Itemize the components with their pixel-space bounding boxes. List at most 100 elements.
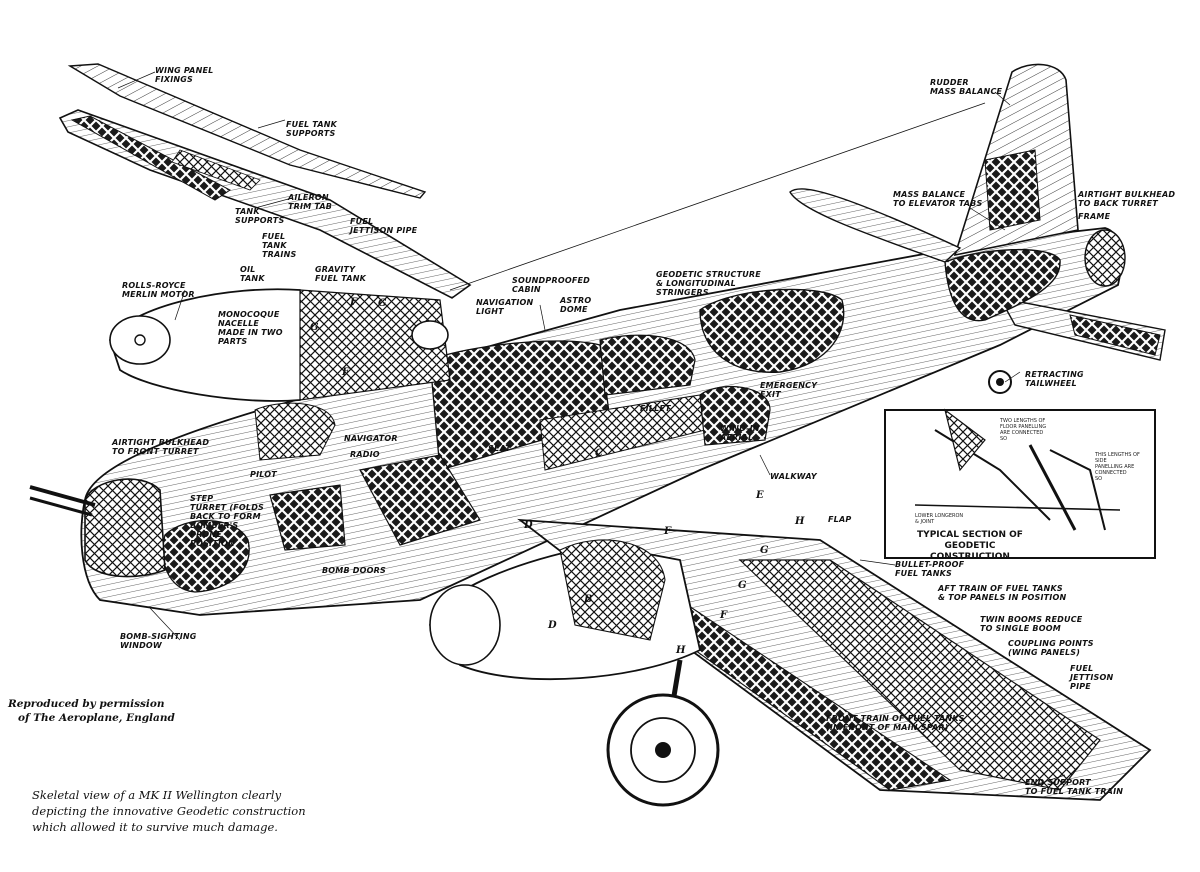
label-line: BULLET-PROOF	[895, 560, 965, 569]
label-pilot: PILOT	[250, 470, 277, 479]
aerial-wire	[449, 102, 986, 291]
label-line: EXIT	[760, 390, 781, 399]
label-line: FRAME	[1078, 212, 1111, 221]
label-line: CABIN	[512, 285, 541, 294]
label-line: TO ELEVATOR TABS	[893, 199, 983, 208]
section-letter-g: G	[310, 322, 319, 333]
label-line: BACK TO FORM	[190, 512, 261, 521]
upper-wing-panel	[58, 63, 472, 299]
label-line: MERLIN MOTOR	[122, 290, 195, 299]
label-line: STRINGERS	[656, 288, 709, 297]
label-walkway: WALKWAY	[770, 472, 817, 481]
label-line: PILOT	[250, 470, 277, 479]
label-line: PARTS	[218, 337, 248, 346]
label-line: RETRACTING	[1025, 370, 1084, 379]
label-line: NAVIGATION	[476, 298, 534, 307]
label-line: EMERGENCY	[760, 381, 818, 390]
credit-line: Reproduced by permission	[8, 698, 165, 710]
inset-title-line: TYPICAL SECTION OF	[917, 530, 1023, 540]
label-line: (WING PANELS)	[1008, 648, 1081, 657]
label-line: FUEL TANK	[315, 274, 367, 283]
note-line: THIS LENGTHS OF	[1095, 452, 1140, 458]
label-line: SOUNDPROOFED	[512, 276, 590, 285]
label-line: TO BACK TURRET	[1078, 199, 1158, 208]
label-line: DOME	[560, 305, 588, 314]
label-line: BOMB-SIGHTING	[120, 632, 197, 641]
label-line: MONOCOQUE	[218, 310, 280, 319]
note-line: SIDE	[1095, 458, 1107, 464]
note-line: ARE CONNECTED	[1000, 430, 1044, 436]
label-line: TO FUEL TANK TRAIN	[1025, 787, 1124, 796]
section-letter-h: H	[676, 645, 686, 656]
label-fillet: FILLET	[640, 404, 671, 413]
section-letter-g: G	[738, 580, 747, 591]
label-line: JETTISON	[1070, 673, 1114, 682]
label-line: TURRET (FOLDS	[190, 503, 265, 512]
label-bomb-doors: BOMB DOORS	[322, 566, 386, 575]
label-line: SEAT	[488, 444, 511, 453]
label-line: WIND-IN	[720, 424, 760, 433]
label-line: TRIM TAB	[288, 202, 333, 211]
label-line: WINDOW	[120, 641, 162, 650]
geodetic-cutaways	[162, 248, 1061, 593]
note-line: SO	[1095, 476, 1103, 482]
note-line: TWO LENGTHS OF	[1000, 418, 1046, 424]
leader-lines	[117, 71, 1066, 786]
nose-turret	[29, 478, 166, 578]
label-line: POSITION	[190, 539, 235, 548]
section-letter-h: H	[795, 516, 805, 527]
main-landing-wheel	[606, 659, 720, 807]
label-line: JETTISON PIPE	[350, 226, 418, 235]
label-aft-train: AFT TRAIN OF FUEL TANKS& TOP PANELS IN P…	[938, 584, 1066, 602]
inset-note-longeron: LOWER LONGERON& JOINT	[915, 513, 963, 525]
label-front-train: FRONT TRAIN OF FUEL TANKS(IN FRONT OF MA…	[826, 714, 965, 732]
upper-engine-nacelle	[109, 288, 451, 402]
label-line: FUEL	[1070, 664, 1094, 673]
label-line: AERIAL	[720, 433, 754, 442]
label-coupling-points: COUPLING POINTS(WING PANELS)	[1008, 639, 1094, 657]
section-letter-f: F	[720, 610, 728, 621]
label-line: FUEL TANK	[286, 120, 338, 129]
label-line: & LONGITUDINAL	[656, 279, 736, 288]
label-radio: RADIO	[350, 450, 380, 459]
label-line: TANK	[262, 241, 287, 250]
label-line: SUPPORTS	[235, 216, 285, 225]
label-seat: SEAT	[488, 444, 511, 453]
label-line: NAVIGATOR	[344, 434, 398, 443]
section-letter-g: G	[760, 545, 769, 556]
label-line: AIRTIGHT BULKHEAD	[1078, 190, 1176, 199]
label-line: GEODETIC STRUCTURE	[656, 270, 761, 279]
label-line: AILERON	[288, 193, 329, 202]
label-line: PRONE	[190, 530, 222, 539]
section-letter-e: E	[756, 490, 764, 501]
note-line: SO	[1000, 436, 1008, 442]
label-line: FRONT TRAIN OF FUEL TANKS	[826, 714, 965, 723]
label-line: ASTRO	[560, 296, 592, 305]
label-line: TANK	[235, 207, 260, 216]
section-letter-f: F	[664, 526, 672, 537]
